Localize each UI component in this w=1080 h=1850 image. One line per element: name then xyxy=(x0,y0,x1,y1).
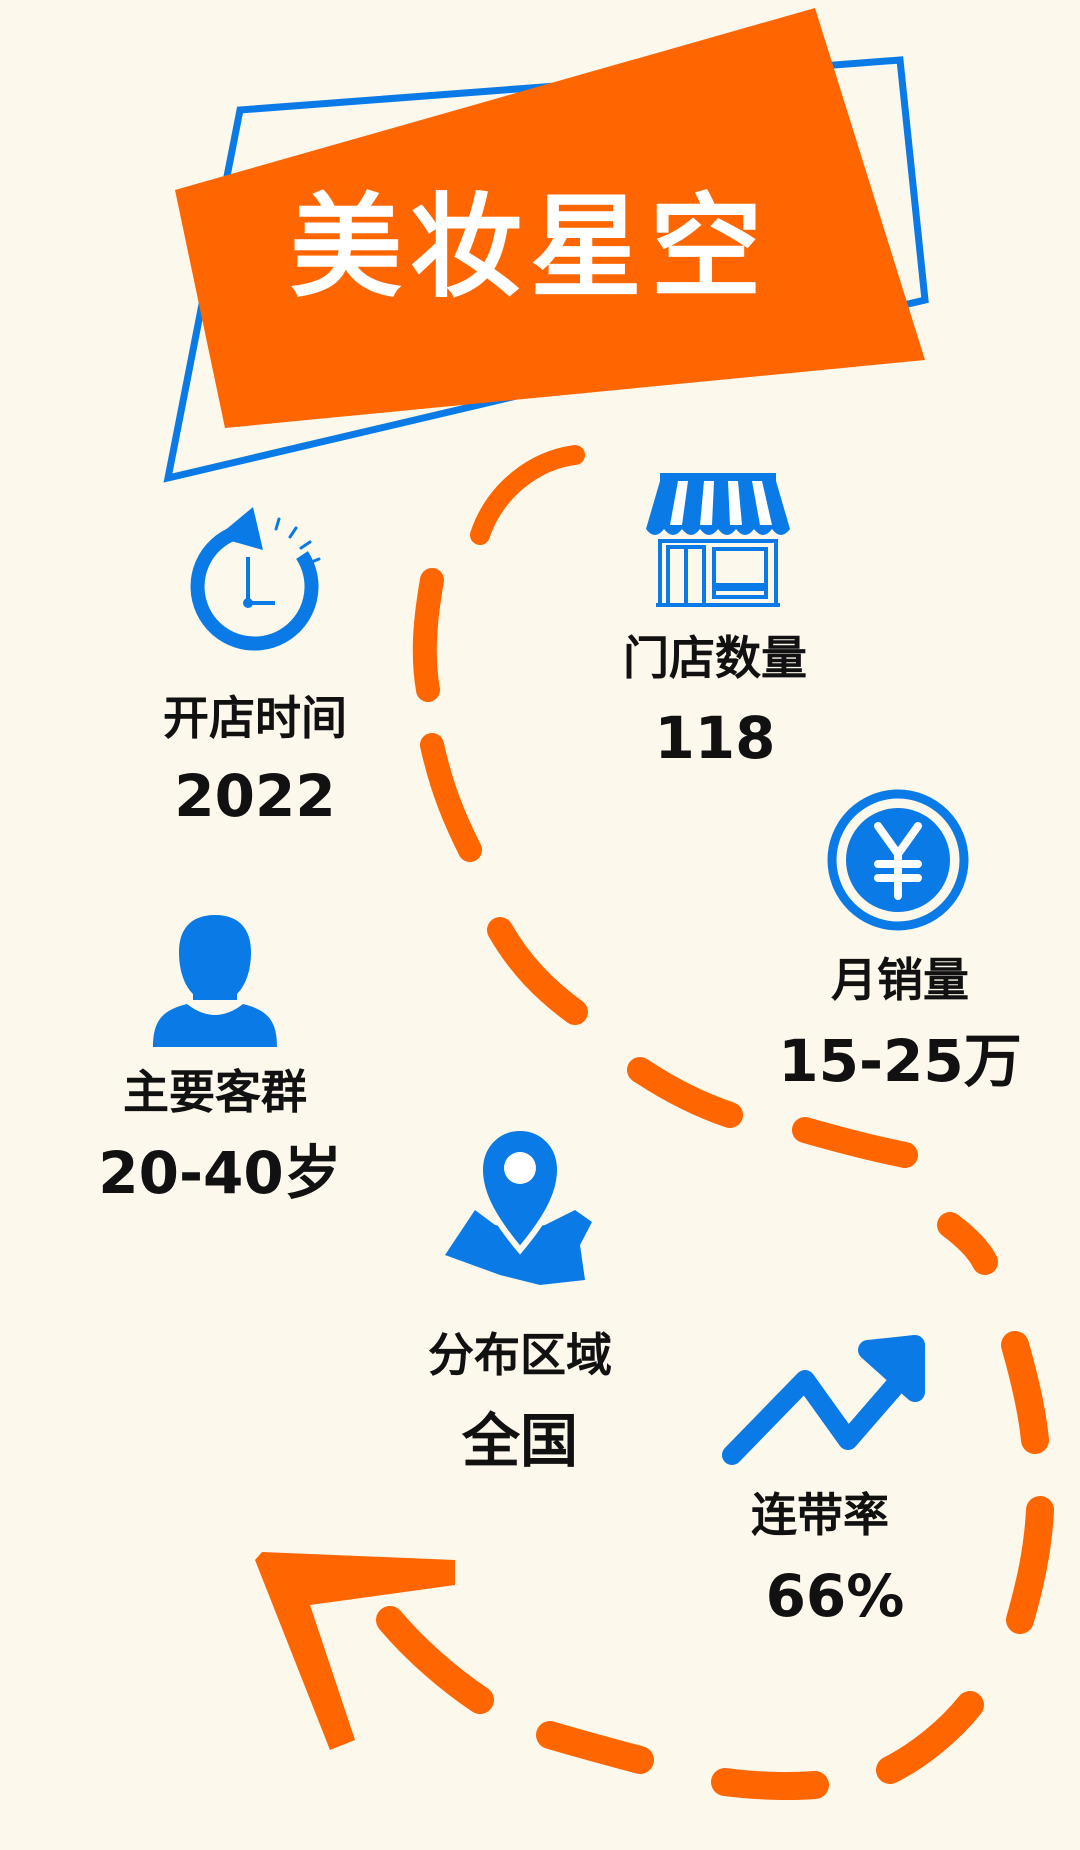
dash-1 xyxy=(470,445,585,545)
dashed-path xyxy=(376,445,1054,1800)
dash-5 xyxy=(627,1057,743,1128)
dash-11 xyxy=(711,1768,829,1800)
stopwatch-icon xyxy=(190,507,321,651)
attach-rate-label: 连带率 xyxy=(751,1488,889,1542)
monthly-sales-value: 15-25万 xyxy=(778,1027,1022,1095)
title-banner xyxy=(163,8,929,483)
open-time-value: 2022 xyxy=(174,762,336,830)
dash-8 xyxy=(1001,1331,1049,1454)
dash-12 xyxy=(536,1721,654,1774)
store-count-label: 门店数量 xyxy=(623,631,807,685)
page-title: 美妆星空 xyxy=(290,183,770,313)
distribution-value: 全国 xyxy=(461,1407,578,1475)
dash-4 xyxy=(487,917,588,1025)
distribution-label: 分布区域 xyxy=(428,1328,612,1382)
person-icon xyxy=(153,915,277,1047)
path-arrowhead xyxy=(255,1552,455,1750)
main-customers-label: 主要客群 xyxy=(123,1065,307,1119)
trend-up-arrow-icon xyxy=(722,1335,925,1465)
main-customers-value: 20-40岁 xyxy=(98,1139,342,1207)
dash-7 xyxy=(937,1212,998,1275)
monthly-sales-label: 月销量 xyxy=(831,953,969,1007)
dash-10 xyxy=(876,1691,984,1784)
dash-3 xyxy=(420,733,482,862)
store-count-value: 118 xyxy=(654,704,776,772)
attach-rate-value: 66% xyxy=(765,1562,905,1630)
title-orange-banner xyxy=(175,8,925,428)
yen-coin-icon xyxy=(827,789,969,931)
map-pin-icon xyxy=(445,1124,592,1285)
dash-13 xyxy=(376,1606,494,1714)
storefront-icon xyxy=(646,473,790,607)
dash-2 xyxy=(412,568,444,702)
dash-9 xyxy=(1006,1496,1054,1634)
dash-6 xyxy=(792,1117,918,1168)
open-time-label: 开店时间 xyxy=(163,691,347,745)
